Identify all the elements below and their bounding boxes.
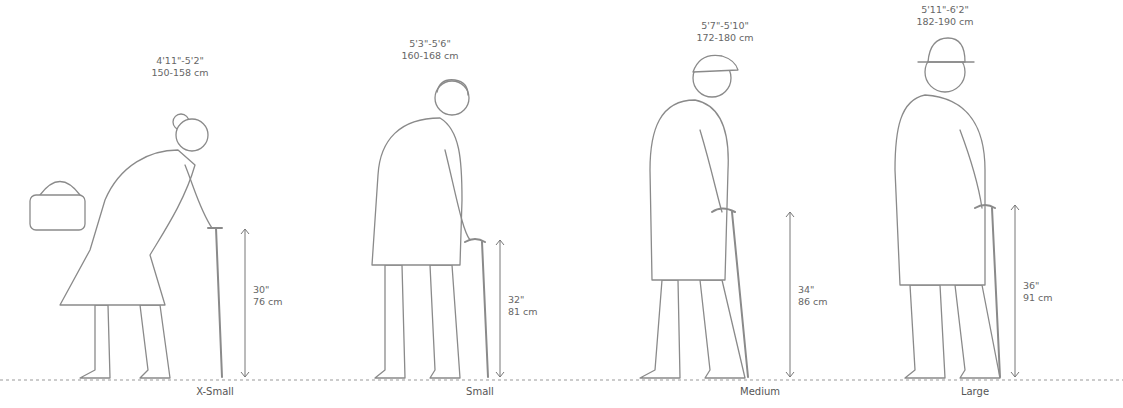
large-figure: [895, 38, 1000, 378]
height-range: 5'3"-5'6": [409, 38, 451, 50]
height-range: 182-190 cm: [916, 16, 973, 28]
medium-figure: [640, 55, 748, 378]
cane-length: 81 cm: [508, 306, 538, 318]
cane-length: 36": [1023, 280, 1039, 292]
dimension-arrow: [496, 240, 504, 377]
height-range: 172-180 cm: [696, 32, 753, 44]
cane-length: 34": [798, 284, 814, 296]
height-range: 4'11"-5'2": [156, 55, 204, 67]
small-figure: [372, 80, 488, 378]
cane-length: 91 cm: [1023, 292, 1053, 304]
height-range: 5'7"-5'10": [701, 20, 749, 32]
size-name: Medium: [740, 386, 780, 398]
dimension-arrow: [1011, 205, 1019, 377]
ground-line: [0, 379, 1123, 380]
cane-length: 86 cm: [798, 296, 828, 308]
dimension-arrow: [786, 212, 794, 377]
size-name: Large: [961, 386, 989, 398]
cane-length: 30": [253, 284, 269, 296]
cane-length: 32": [508, 294, 524, 306]
height-range: 160-168 cm: [401, 50, 458, 62]
x-small-figure: [30, 114, 222, 378]
cane-length: 76 cm: [253, 296, 283, 308]
size-name: Small: [466, 386, 494, 398]
height-range: 150-158 cm: [151, 67, 208, 79]
height-range: 5'11"-6'2": [921, 4, 969, 16]
dimension-arrow: [241, 229, 249, 377]
size-name: X-Small: [196, 386, 234, 398]
